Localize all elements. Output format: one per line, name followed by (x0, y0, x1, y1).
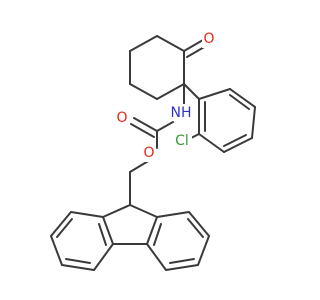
bond (156, 121, 174, 132)
fluorene-five-ring (102, 204, 158, 245)
bond (129, 35, 158, 52)
atom-label-chlorine: Cl (172, 132, 192, 149)
amide-nitrogen-label: NH (171, 105, 192, 121)
bond (50, 235, 63, 266)
atom-label-amide-nitrogen: NH (168, 104, 194, 121)
bond (50, 211, 72, 237)
bond (169, 258, 195, 264)
bond (223, 134, 247, 147)
fluorene-left-ring (50, 211, 114, 271)
bond (251, 106, 256, 139)
molecule-diagram: O NH O O Cl (50, 31, 256, 271)
bond (133, 117, 158, 132)
bond (130, 123, 155, 138)
carbonyl-oxygen-label: O (116, 110, 127, 126)
bond (198, 88, 231, 100)
bond (156, 35, 185, 52)
bond (153, 223, 162, 246)
bond (229, 88, 256, 108)
structure-drawing: O NH O O Cl (50, 31, 256, 271)
bond (183, 83, 200, 100)
fluorene-right-ring (146, 211, 210, 271)
cyclohexanone-ring (129, 35, 185, 100)
keto-oxygen-label: O (203, 31, 214, 47)
chlorophenyl-ring (198, 88, 256, 153)
atom-label-keto-oxygen: O (202, 31, 216, 48)
bond (197, 235, 210, 266)
bond (93, 243, 114, 271)
bond (165, 264, 199, 271)
bond (198, 133, 225, 153)
bond (56, 218, 73, 238)
ester-oxygen-label: O (143, 145, 154, 161)
bond (156, 83, 185, 100)
bond (70, 211, 104, 218)
atom-label-carbonyl-oxygen: O (115, 110, 129, 127)
bond (129, 204, 158, 218)
bond (61, 264, 95, 271)
bond (188, 211, 210, 237)
bond (102, 216, 114, 245)
bond (146, 216, 158, 245)
bond (98, 223, 107, 246)
bond (156, 211, 190, 218)
chlorine-label: Cl (175, 133, 189, 149)
bond (229, 94, 250, 110)
bond (65, 258, 91, 264)
bond (223, 137, 253, 153)
bond (146, 243, 167, 271)
bond (102, 204, 131, 218)
bond (183, 39, 204, 52)
bond (187, 218, 204, 238)
carbamate-carbonyl (130, 117, 158, 138)
bond (129, 83, 158, 100)
atom-label-ester-oxygen: O (142, 145, 156, 162)
